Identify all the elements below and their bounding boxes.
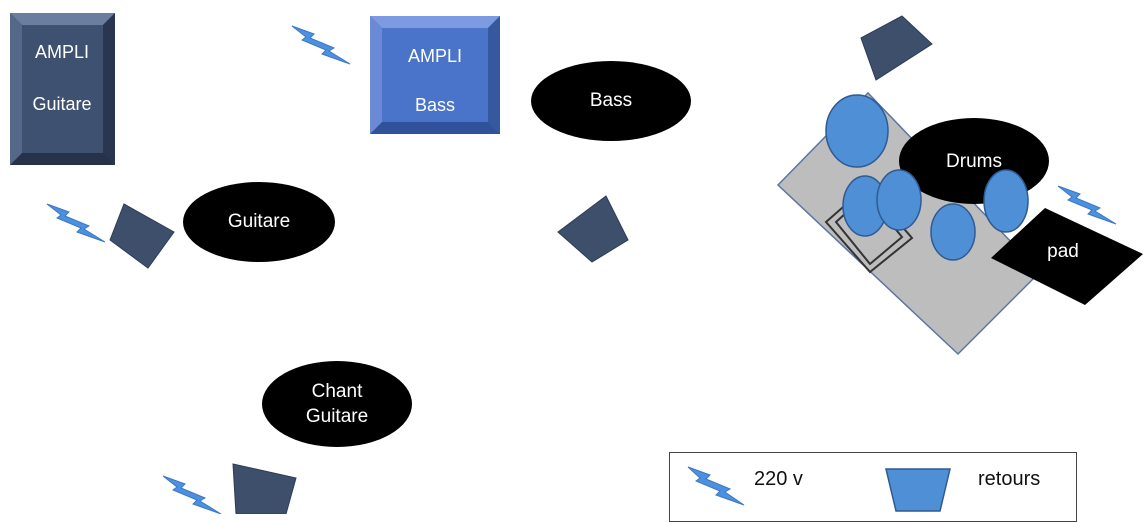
- musician-bass-label: Bass: [590, 90, 632, 111]
- bass-amp-label-line1: AMPLI: [408, 46, 462, 66]
- drum-pad-label: pad: [1047, 241, 1079, 262]
- power-lightning-icon-guitar: [46, 203, 106, 243]
- lightning-icon: [687, 466, 745, 506]
- monitor-wedge-drums: [860, 15, 933, 81]
- bass-amp-label-line2: Bass: [415, 95, 455, 115]
- legend-monitor-label: retours: [978, 468, 1041, 490]
- drum-floor-tom: [930, 203, 976, 261]
- drum-tom-2: [876, 169, 922, 231]
- guitar-amp-label-line1: AMPLI: [35, 42, 89, 62]
- drum-crash: [825, 94, 889, 168]
- musician-vocal-label-line1: Chant: [312, 381, 363, 402]
- monitor-wedge-guitar: [109, 203, 175, 269]
- musician-drums-label: Drums: [946, 151, 1002, 172]
- musician-guitar-label: Guitare: [228, 211, 290, 232]
- musician-vocal: Chant Guitare: [262, 361, 412, 447]
- guitar-amp: AMPLI Guitare: [10, 13, 115, 165]
- bass-amp: AMPLI Bass: [370, 16, 500, 134]
- drum-ride: [983, 169, 1029, 233]
- power-lightning-icon-bass-amp: [291, 25, 351, 65]
- power-lightning-icon-vocal: [162, 475, 222, 514]
- monitor-wedge-vocal: [232, 463, 297, 514]
- drum-pad: pad: [991, 208, 1143, 305]
- monitor-wedge-bass: [557, 195, 629, 263]
- legend: 220 v retours: [669, 452, 1077, 522]
- monitor-wedge-icon: [885, 468, 951, 512]
- legend-power-label: 220 v: [754, 468, 803, 490]
- musician-bass: Bass: [531, 61, 691, 141]
- musician-guitar: Guitare: [183, 182, 335, 262]
- musician-vocal-label-line2: Guitare: [306, 406, 368, 427]
- guitar-amp-label-line2: Guitare: [32, 94, 91, 114]
